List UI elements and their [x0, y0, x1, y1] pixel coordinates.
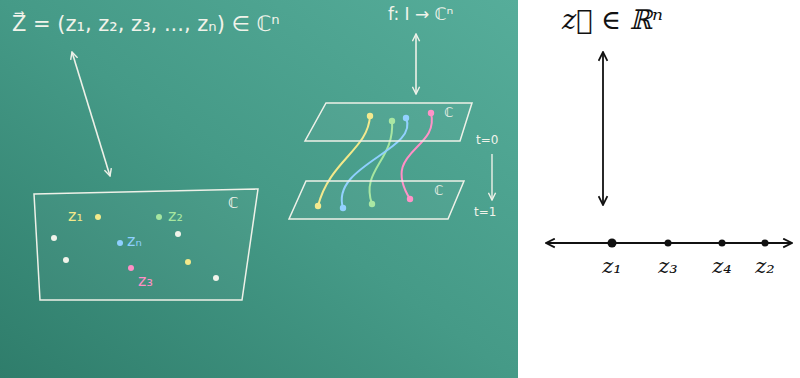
point-dot: [719, 240, 726, 247]
point-dot: [128, 265, 134, 271]
plane-outline: [305, 103, 472, 141]
point-label: z₂: [745, 254, 785, 278]
point-label: z₂: [168, 207, 183, 225]
point-dot: [185, 259, 191, 265]
point-label: z₃: [138, 272, 153, 290]
point-label: zₙ: [127, 232, 142, 250]
complex-plane: ℂz₁ z₂ zₙ z₃: [28, 186, 264, 306]
point-dot: [117, 240, 123, 246]
point-dot: [762, 240, 769, 247]
point-label: z₄: [702, 254, 742, 278]
vector-equation: Z⃗ = (z₁, z₂, z₃, ..., zₙ) ∈ ℂⁿ: [12, 12, 280, 36]
path-map: f: I → ℂⁿ: [388, 5, 453, 25]
plane-outline: [34, 189, 258, 300]
plane-symbol: ℂ: [444, 106, 453, 121]
chalkboard: [0, 0, 518, 378]
plane-symbol: ℂ: [434, 184, 443, 199]
point-dot: [95, 214, 101, 220]
point-dot: [213, 275, 219, 281]
point-dot: [63, 257, 69, 263]
point-dot: [156, 214, 162, 220]
point-dot: [175, 231, 181, 237]
time-label: t=1: [474, 206, 496, 220]
point-dot: [608, 239, 617, 248]
paper-panel: [518, 0, 800, 378]
time-label: t=0: [476, 134, 498, 148]
point-label: z₃: [648, 254, 688, 278]
point-dot: [51, 235, 57, 241]
point-dot: [665, 240, 672, 247]
double-arrow: [72, 52, 110, 176]
time-arrow: [491, 154, 492, 200]
double-arrow: [415, 34, 417, 94]
real-vector: z⃗ ∈ ℝⁿ: [562, 4, 663, 35]
plane-symbol: ℂ: [228, 195, 238, 212]
complex-plane: ℂ: [286, 178, 466, 222]
plane-outline: [289, 181, 464, 219]
point-label: z₁: [592, 254, 632, 278]
point-label: z₁: [68, 207, 83, 225]
complex-plane: ℂ: [302, 100, 474, 144]
double-arrow: [602, 52, 604, 205]
